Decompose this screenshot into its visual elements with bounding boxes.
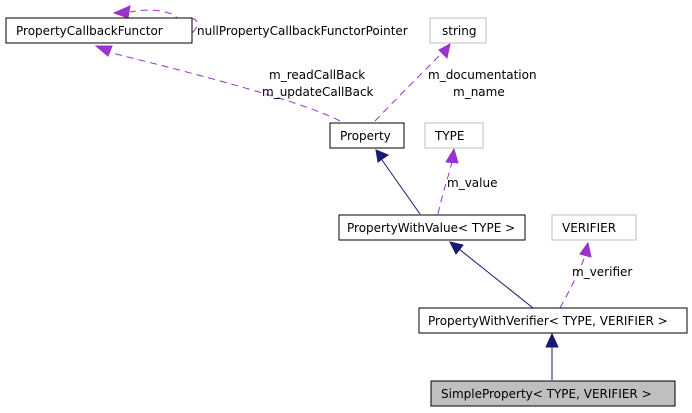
label-null-callback-pointer: nullPropertyCallbackFunctorPointer bbox=[197, 24, 408, 38]
svg-text:PropertyWithVerifier< TYPE, VE: PropertyWithVerifier< TYPE, VERIFIER > bbox=[428, 314, 668, 328]
node-property-callback-functor[interactable]: PropertyCallbackFunctor bbox=[5, 17, 193, 44]
label-name: m_name bbox=[453, 85, 505, 99]
node-string[interactable]: string bbox=[429, 17, 487, 44]
arrowhead-callbacks bbox=[94, 45, 113, 57]
svg-text:SimpleProperty< TYPE, VERIFIER: SimpleProperty< TYPE, VERIFIER > bbox=[441, 387, 652, 401]
svg-text:Property: Property bbox=[340, 129, 391, 143]
arrowhead-inherit-verifier-to-value bbox=[449, 241, 464, 255]
node-verifier[interactable]: VERIFIER bbox=[551, 214, 637, 241]
label-read-callback: m_readCallBack bbox=[269, 68, 365, 82]
svg-text:string: string bbox=[442, 24, 476, 38]
svg-text:PropertyCallbackFunctor: PropertyCallbackFunctor bbox=[16, 24, 163, 38]
edge-value-member bbox=[437, 161, 453, 215]
node-property-with-verifier[interactable]: PropertyWithVerifier< TYPE, VERIFIER > bbox=[418, 307, 688, 334]
node-simple-property[interactable]: SimpleProperty< TYPE, VERIFIER > bbox=[430, 380, 676, 407]
node-type[interactable]: TYPE bbox=[424, 122, 484, 149]
arrowhead-inherit-value-to-property bbox=[375, 149, 390, 163]
arrowhead-value-member bbox=[445, 147, 459, 164]
svg-text:PropertyWithValue< TYPE >: PropertyWithValue< TYPE > bbox=[347, 221, 515, 235]
label-value: m_value bbox=[447, 176, 497, 190]
svg-text:VERIFIER: VERIFIER bbox=[562, 221, 616, 235]
arrowhead-verifier-member bbox=[579, 241, 592, 258]
edge-callbacks bbox=[107, 51, 341, 122]
label-verifier: m_verifier bbox=[572, 265, 632, 279]
label-documentation: m_documentation bbox=[428, 68, 537, 82]
arrowhead-null-callback-pointer bbox=[112, 5, 131, 19]
label-update-callback: m_updateCallBack bbox=[262, 85, 374, 99]
edge-verifier-member bbox=[559, 255, 586, 309]
node-property[interactable]: Property bbox=[329, 122, 405, 149]
node-property-with-value[interactable]: PropertyWithValue< TYPE > bbox=[338, 214, 526, 241]
svg-text:TYPE: TYPE bbox=[434, 129, 464, 143]
edge-inherit-value-to-property bbox=[381, 159, 421, 215]
edge-inherit-verifier-to-value bbox=[458, 248, 534, 309]
edge-string-members bbox=[374, 49, 446, 122]
arrowhead-inherit-simple-to-verifier bbox=[545, 332, 559, 348]
arrowhead-string-members bbox=[438, 43, 451, 60]
